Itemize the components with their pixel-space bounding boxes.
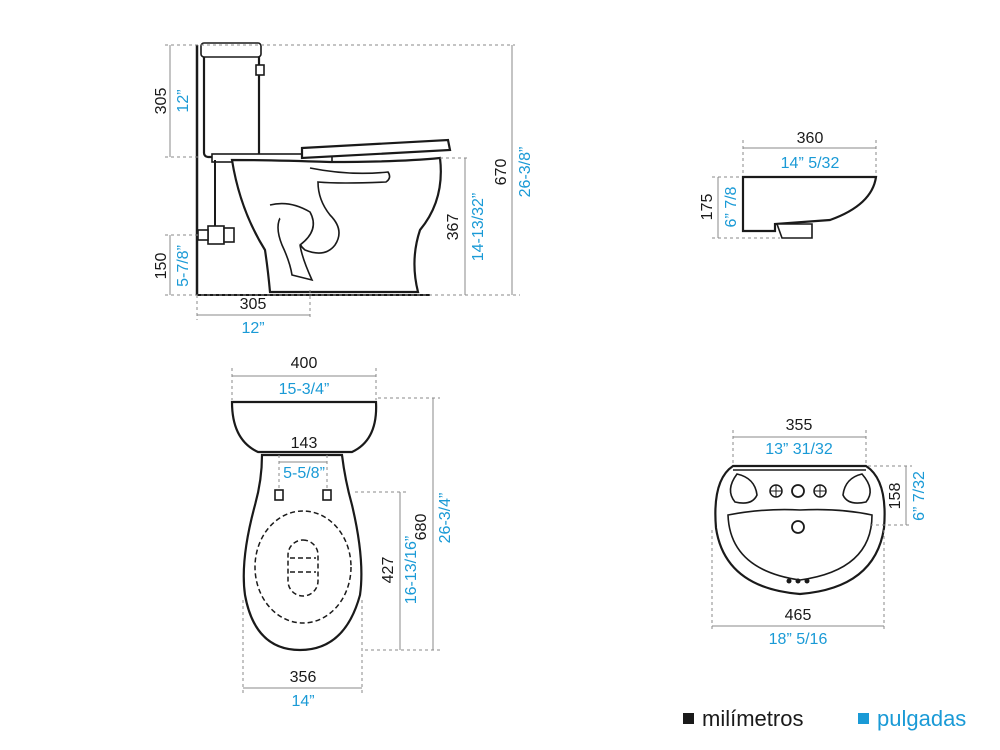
bowl-length-mm: 427 <box>380 557 397 584</box>
toilet-side-view <box>195 42 452 296</box>
bowl-length-in: 16-13/16” <box>403 536 420 605</box>
toilet-width-mm: 400 <box>291 355 318 372</box>
bowl-width-in: 14” <box>291 693 314 710</box>
sink-width-in: 14” 5/32 <box>781 155 840 172</box>
tank-height-mm: 305 <box>153 88 170 115</box>
sink-side-view <box>741 175 878 239</box>
total-length-in: 26-3/4” <box>437 493 454 544</box>
bowl-width-mm: 356 <box>290 669 317 686</box>
tank-height-in: 12” <box>175 89 192 112</box>
bolt-spacing-mm: 143 <box>291 435 318 452</box>
sink-inner-width-mm: 355 <box>786 417 813 434</box>
seat-height-in: 14-13/32” <box>470 193 487 262</box>
toilet-top-dimensions: 400 15-3/4” 143 5-5/8” 427 16-13/16” 680… <box>231 355 454 710</box>
inches-swatch <box>858 713 869 724</box>
sink-top-dimensions: 355 13” 31/32 158 6” 7/32 465 18” 5/16 <box>711 417 928 648</box>
sink-total-width-in: 18” 5/16 <box>769 631 828 648</box>
legend-millimeters: milímetros <box>683 706 803 732</box>
sink-depth-mm: 158 <box>887 483 904 510</box>
total-height-mm: 670 <box>493 159 510 186</box>
sink-depth-in: 6” 7/32 <box>911 471 928 521</box>
toilet-top-view <box>230 400 378 652</box>
outlet-distance-mm: 305 <box>240 296 267 313</box>
sink-width-mm: 360 <box>797 130 824 147</box>
bolt-spacing-in: 5-5/8” <box>283 465 325 482</box>
toilet-side-dimensions: 305 12” 150 5-7/8” 367 14-13/32” 670 26-… <box>153 44 534 337</box>
sink-side-dimensions: 360 14” 5/32 175 6” 7/8 <box>699 130 877 239</box>
millimeters-swatch <box>683 713 694 724</box>
sink-height-mm: 175 <box>699 194 716 221</box>
inlet-height-mm: 150 <box>153 253 170 280</box>
legend-inches-label: pulgadas <box>877 706 967 731</box>
sink-total-width-mm: 465 <box>785 607 812 624</box>
total-height-in: 26-3/8” <box>517 147 534 198</box>
sink-top-view <box>714 464 886 596</box>
legend-millimeters-label: milímetros <box>702 706 804 731</box>
legend-inches: pulgadas <box>858 706 966 732</box>
toilet-width-in: 15-3/4” <box>279 381 330 398</box>
sink-height-in: 6” 7/8 <box>723 186 740 227</box>
outlet-distance-in: 12” <box>241 320 264 337</box>
total-length-mm: 680 <box>413 514 430 541</box>
seat-height-mm: 367 <box>445 214 462 241</box>
sink-inner-width-in: 13” 31/32 <box>765 441 833 458</box>
inlet-height-in: 5-7/8” <box>175 245 192 287</box>
